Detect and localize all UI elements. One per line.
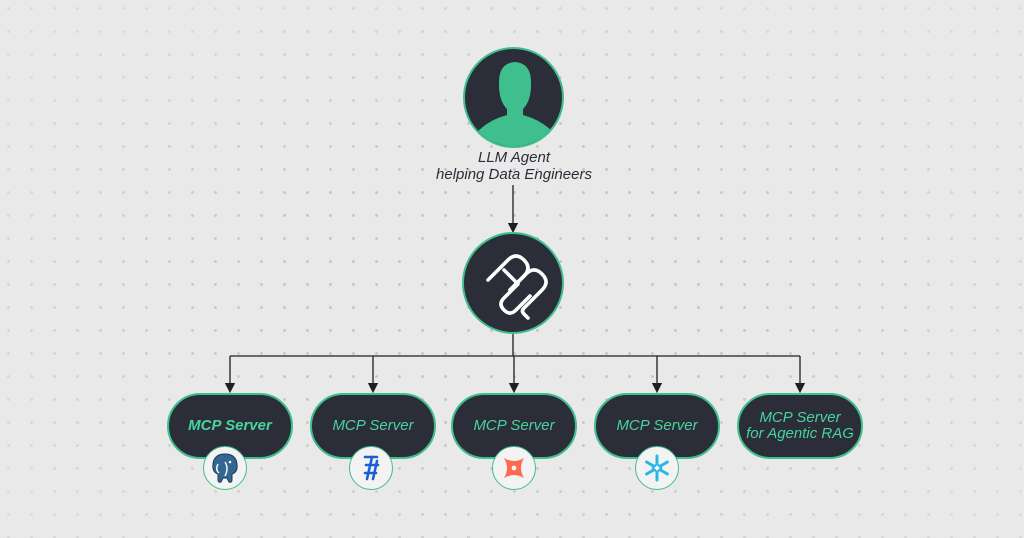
postgres-badge (203, 446, 247, 490)
server-label: MCP Server (473, 417, 555, 434)
user-silhouette-icon (473, 62, 557, 146)
dbt-badge (492, 446, 536, 490)
mcp-hub-node (462, 232, 564, 334)
agent-avatar (463, 47, 564, 148)
server-label: MCP Server (616, 417, 698, 434)
server-label: MCP Server (188, 417, 272, 434)
airbyte-badge (349, 446, 393, 490)
snowflake-badge (635, 446, 679, 490)
server-label: MCP Server (759, 409, 841, 426)
agent-label: LLM Agent helping Data Engineers (380, 149, 648, 183)
postgresql-elephant-icon (212, 453, 238, 483)
agent-label-line2: helping Data Engineers (436, 166, 592, 183)
server-label: MCP Server (332, 417, 414, 434)
server-sublabel: for Agentic RAG (746, 425, 854, 442)
mcp-logo-icon (486, 254, 548, 320)
mcp-server-node-rag: MCP Server for Agentic RAG (737, 393, 863, 459)
dbt-icon (504, 458, 524, 478)
agent-label-line1: LLM Agent (478, 149, 550, 166)
snowflake-icon (645, 454, 669, 482)
airbyte-icon (363, 455, 380, 481)
